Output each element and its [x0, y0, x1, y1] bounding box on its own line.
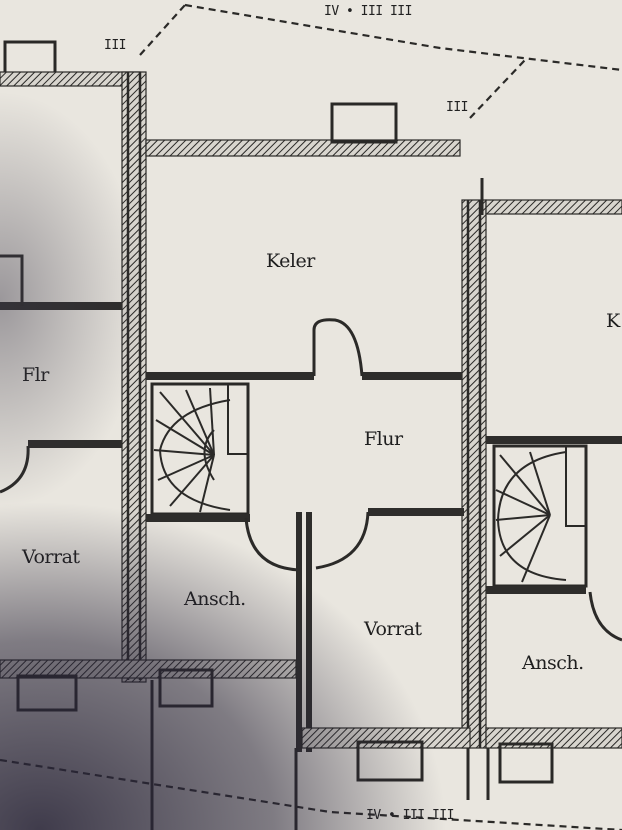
- wall-left-vertical: [121, 71, 147, 683]
- wall-bottom-main: [301, 727, 471, 749]
- boundary-line-bottom: [0, 758, 622, 830]
- door-left-unit: [0, 445, 30, 494]
- marker-top-left: III: [104, 38, 126, 53]
- room-label-flur-main: Flur: [364, 428, 403, 450]
- window-keller: [330, 102, 398, 144]
- top-edge-label: IV • III III: [324, 4, 412, 19]
- wall-keller-top: [145, 139, 461, 157]
- boundary-line-top: [139, 4, 186, 56]
- room-label-vorrat-main: Vorrat: [364, 618, 422, 640]
- door-vorrat: [315, 511, 370, 570]
- boundary-line-right: [469, 59, 526, 119]
- room-label-right-edge: K: [606, 310, 620, 332]
- wall-right-top: [485, 199, 622, 215]
- marker-top-right: III: [446, 100, 468, 115]
- room-label-anschl-left: Ansch.: [184, 588, 246, 610]
- door-anschl-right: [588, 591, 622, 642]
- window-bottom-left: [16, 674, 78, 712]
- room-label-vorrat-left: Vorrat: [22, 546, 80, 568]
- window-bottom-right: [498, 742, 554, 784]
- door-keller: [312, 318, 364, 377]
- wall-top-left: [0, 71, 141, 87]
- room-label-flur-left: Flr: [22, 364, 49, 386]
- staircase-right: [492, 444, 588, 588]
- room-label-keller: Keler: [266, 250, 315, 272]
- wall-middle-vertical: [461, 199, 487, 749]
- bottom-edge-label: IV • III III: [366, 808, 454, 823]
- room-label-anschl-right: Ansch.: [522, 652, 584, 674]
- door-anschl-left: [244, 517, 301, 572]
- staircase-main: [150, 382, 250, 516]
